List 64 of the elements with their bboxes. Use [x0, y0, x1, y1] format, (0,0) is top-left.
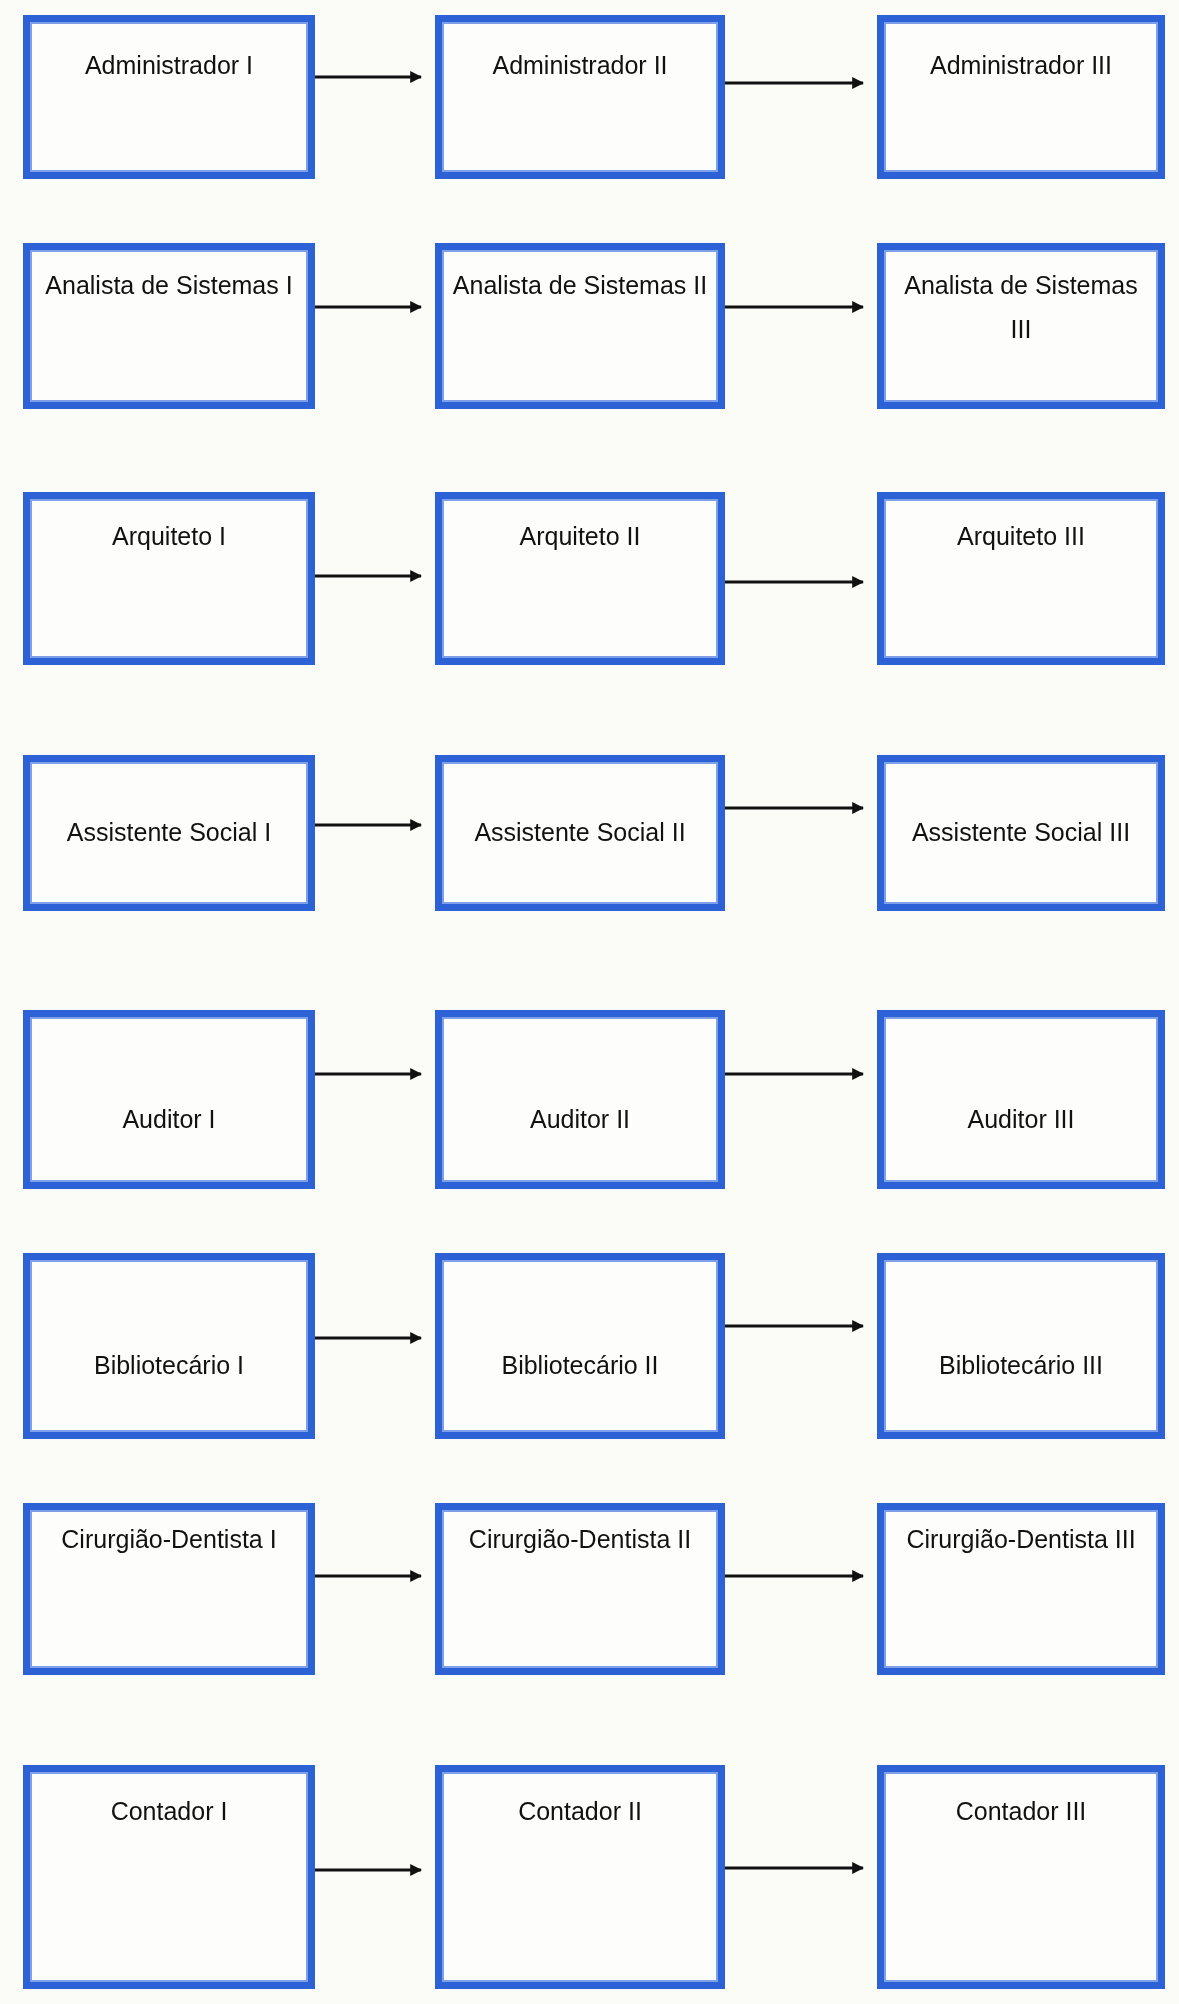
arrow	[315, 1332, 423, 1344]
arrow	[315, 71, 423, 83]
process-box	[435, 1765, 725, 1989]
process-box	[23, 1253, 315, 1439]
box-label: Contador III	[955, 1796, 1087, 1827]
arrow	[725, 802, 865, 814]
box-label: Administrador III	[930, 50, 1112, 81]
process-box	[435, 15, 725, 179]
process-box	[435, 1010, 725, 1189]
box-label: Arquiteto I	[112, 521, 226, 552]
arrow	[725, 1570, 865, 1582]
box-label: Auditor I	[122, 1103, 216, 1135]
box-label: Administrador II	[492, 50, 668, 81]
process-box	[23, 755, 315, 911]
process-box	[877, 1765, 1165, 1989]
process-box	[877, 243, 1165, 409]
box-label: Arquiteto II	[519, 521, 641, 552]
box-label: Assistente Social III	[911, 817, 1131, 849]
arrow	[315, 1068, 423, 1080]
process-box	[23, 243, 315, 409]
box-label: Cirurgião-Dentista II	[468, 1524, 692, 1555]
box-label: Auditor II	[529, 1103, 631, 1135]
box-label: Analista de Sistemas II	[452, 270, 708, 301]
arrow	[725, 1862, 865, 1874]
box-label: Contador I	[110, 1796, 228, 1827]
box-label: Arquiteto III	[957, 521, 1085, 552]
box-label: Analista de Sistemas I	[45, 270, 293, 301]
process-box	[23, 1503, 315, 1675]
box-label: Assistente Social II	[474, 817, 686, 849]
process-box	[877, 1010, 1165, 1189]
arrow	[725, 77, 865, 89]
process-box	[23, 1010, 315, 1189]
arrow	[725, 1068, 865, 1080]
box-label: Assistente Social I	[66, 817, 272, 849]
arrow	[315, 1570, 423, 1582]
arrow	[315, 1864, 423, 1876]
process-box	[435, 1253, 725, 1439]
process-box	[877, 492, 1165, 665]
process-box	[23, 492, 315, 665]
process-box	[877, 1503, 1165, 1675]
process-box	[435, 755, 725, 911]
arrow	[725, 301, 865, 313]
process-box	[877, 755, 1165, 911]
box-label: Bibliotecário II	[501, 1350, 659, 1382]
box-label: Contador II	[518, 1796, 642, 1827]
arrow	[315, 570, 423, 582]
process-box	[435, 243, 725, 409]
process-box	[877, 1253, 1165, 1439]
arrow	[725, 576, 865, 588]
arrow	[725, 1320, 865, 1332]
arrow	[315, 819, 423, 831]
arrow	[315, 301, 423, 313]
box-label: Analista de Sistemas III	[903, 270, 1139, 345]
process-box	[877, 15, 1165, 179]
process-box	[23, 1765, 315, 1989]
box-label: Bibliotecário I	[93, 1350, 245, 1382]
process-box	[435, 492, 725, 665]
box-label: Auditor III	[967, 1103, 1075, 1135]
process-box	[435, 1503, 725, 1675]
box-label: Bibliotecário III	[939, 1350, 1103, 1382]
process-box	[23, 15, 315, 179]
box-label: Cirurgião-Dentista III	[906, 1524, 1136, 1555]
box-label: Administrador I	[84, 50, 254, 81]
box-label: Cirurgião-Dentista I	[61, 1524, 277, 1555]
